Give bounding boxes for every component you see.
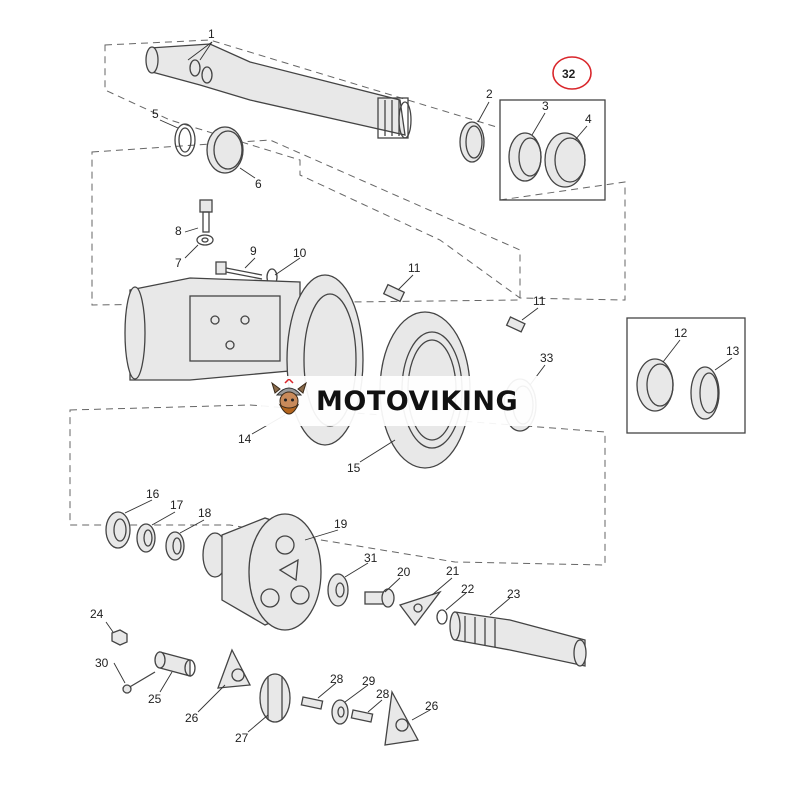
callout-21: 21 bbox=[446, 564, 460, 578]
callout-19: 19 bbox=[334, 517, 348, 531]
part-5-snap-ring bbox=[174, 123, 196, 157]
viking-head-logo-icon bbox=[271, 379, 307, 415]
part-24-nut bbox=[111, 629, 128, 646]
callout-16: 16 bbox=[146, 487, 160, 501]
part-11-pin-a bbox=[382, 283, 406, 303]
callout-3: 3 bbox=[542, 99, 549, 113]
part-29-washer bbox=[331, 699, 349, 725]
part-7-washer bbox=[196, 234, 214, 246]
callout-4: 4 bbox=[585, 112, 592, 126]
part-27-planet-gear bbox=[259, 673, 291, 723]
housing-group-outline bbox=[91, 139, 521, 306]
callout-2: 2 bbox=[486, 87, 493, 101]
kit-32-bearing-box bbox=[499, 99, 606, 201]
part-6-seal bbox=[206, 126, 244, 174]
callout-20: 20 bbox=[397, 565, 411, 579]
part-4-bearing-cup bbox=[544, 132, 586, 188]
callout-7: 7 bbox=[175, 256, 182, 270]
bearing-12-13-box bbox=[626, 317, 746, 434]
callout-17: 17 bbox=[170, 498, 184, 512]
part-23-splined-shaft bbox=[449, 611, 587, 667]
part-30-pin bbox=[122, 671, 156, 694]
callout-28-left: 28 bbox=[330, 672, 344, 686]
callout-31: 31 bbox=[364, 551, 378, 565]
part-20-bolt bbox=[364, 588, 395, 608]
kit-32-highlight-ring bbox=[552, 56, 592, 90]
planetary-group-outline bbox=[69, 404, 606, 566]
callout-8: 8 bbox=[175, 224, 182, 238]
callout-18: 18 bbox=[198, 506, 212, 520]
part-13-bearing-cone bbox=[690, 366, 720, 420]
motoviking-watermark: MOTOVIKING bbox=[262, 376, 538, 426]
part-19-planet-carrier bbox=[202, 513, 322, 631]
part-26-shim-a bbox=[217, 648, 252, 689]
part-16-thrust-washer bbox=[105, 511, 131, 549]
part-17-washer bbox=[136, 523, 156, 553]
callout-26-left: 26 bbox=[185, 711, 199, 725]
callout-14: 14 bbox=[238, 432, 252, 446]
callout-11-lower: 11 bbox=[533, 294, 546, 308]
callout-9: 9 bbox=[250, 244, 257, 258]
callout-33: 33 bbox=[540, 351, 554, 365]
callout-15: 15 bbox=[347, 461, 361, 475]
callout-24: 24 bbox=[90, 607, 104, 621]
callout-5: 5 bbox=[152, 107, 159, 121]
callout-26-right: 26 bbox=[425, 699, 439, 713]
part-21-lock-plate bbox=[398, 590, 442, 627]
callout-30: 30 bbox=[95, 656, 109, 670]
part-28-roller-b bbox=[350, 709, 374, 723]
callout-28-right: 28 bbox=[376, 687, 390, 701]
part-22-o-ring bbox=[436, 609, 448, 625]
callout-22: 22 bbox=[461, 582, 475, 596]
part-3-bearing-cone bbox=[508, 132, 542, 182]
callout-25: 25 bbox=[148, 692, 162, 706]
part-31-washer bbox=[327, 573, 349, 607]
part-25-sleeve bbox=[154, 651, 196, 677]
callout-6: 6 bbox=[255, 177, 262, 191]
watermark-text: MOTOVIKING bbox=[316, 385, 519, 417]
callout-10: 10 bbox=[293, 246, 307, 260]
part-12-bearing-cup bbox=[636, 358, 674, 412]
part-28-roller-a bbox=[300, 696, 324, 710]
callout-13: 13 bbox=[726, 344, 740, 358]
part-11-pin-b bbox=[505, 316, 526, 333]
part-2-ring bbox=[459, 121, 485, 163]
callout-27: 27 bbox=[235, 731, 249, 745]
callout-29: 29 bbox=[362, 674, 376, 688]
callout-1: 1 bbox=[208, 27, 215, 41]
part-8-bolt bbox=[199, 199, 213, 233]
part-26-shim-b bbox=[384, 689, 420, 746]
part-9-bolt bbox=[215, 261, 263, 280]
callout-12: 12 bbox=[674, 326, 688, 340]
part-18-washer bbox=[165, 531, 185, 561]
callout-23: 23 bbox=[507, 587, 521, 601]
part-1-shaft bbox=[145, 43, 412, 139]
callout-labels: 1 2 3 4 5 6 7 8 9 10 11 11 12 13 14 15 1… bbox=[90, 27, 740, 745]
callout-11-upper: 11 bbox=[408, 261, 421, 275]
callout-32: 32 bbox=[562, 67, 576, 81]
